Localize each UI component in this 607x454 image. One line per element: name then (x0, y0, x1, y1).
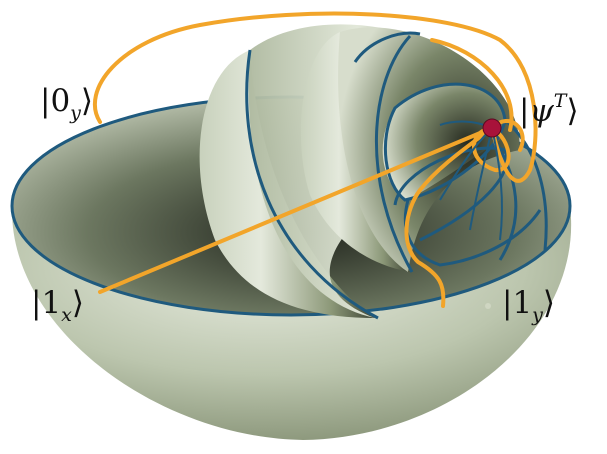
ket-psiT-base: | (519, 93, 530, 129)
ket-0y-close: ⟩ (80, 83, 94, 119)
ket-0y-sub: y (70, 102, 81, 124)
state-point-psiT (482, 118, 502, 138)
inner-shell-2-edge (374, 34, 414, 273)
ket-1y-base: |1 (502, 285, 533, 321)
ket-0y-base: |0 (40, 83, 71, 119)
inner-shell-2-edge-2 (353, 31, 421, 63)
ket-1y-sub: y (532, 304, 543, 326)
ket-psiT-label: |ψT⟩ (519, 92, 579, 127)
ket-1x-close: ⟩ (71, 285, 84, 321)
inner-shell-1-body (199, 50, 375, 318)
ket-1x-label: |1x⟩ (31, 288, 84, 325)
ket-1y-close: ⟩ (542, 285, 556, 321)
point-1y-marker (485, 303, 491, 309)
trajectory-curves (93, 11, 538, 308)
inner-shell-1-edge (245, 49, 379, 320)
inner-shell-3-side-2 (504, 118, 548, 251)
ket-psiT-sup: T (553, 90, 567, 112)
ket-1y-label: |1y⟩ (502, 288, 555, 325)
ket-psiT-var: ψ (529, 93, 554, 129)
converge-3 (491, 127, 504, 241)
converge-2 (469, 127, 493, 231)
inner-shell-3-body (382, 83, 504, 200)
ket-0y-label: |0y⟩ (40, 86, 93, 123)
inner-orange-arc (430, 38, 514, 132)
ket-1x-base: |1 (31, 285, 62, 321)
line-1x-to-psiT (98, 126, 494, 294)
loop-near-psiT (472, 126, 511, 172)
arc-0y-to-psiT (93, 11, 538, 183)
inner-shell-2-body (300, 32, 410, 272)
ket-1x-sub: x (61, 304, 72, 326)
ket-psiT-close: ⟩ (566, 93, 579, 129)
inner-shell-3-opening (393, 146, 509, 242)
arc-1y-to-psiT (404, 126, 494, 308)
